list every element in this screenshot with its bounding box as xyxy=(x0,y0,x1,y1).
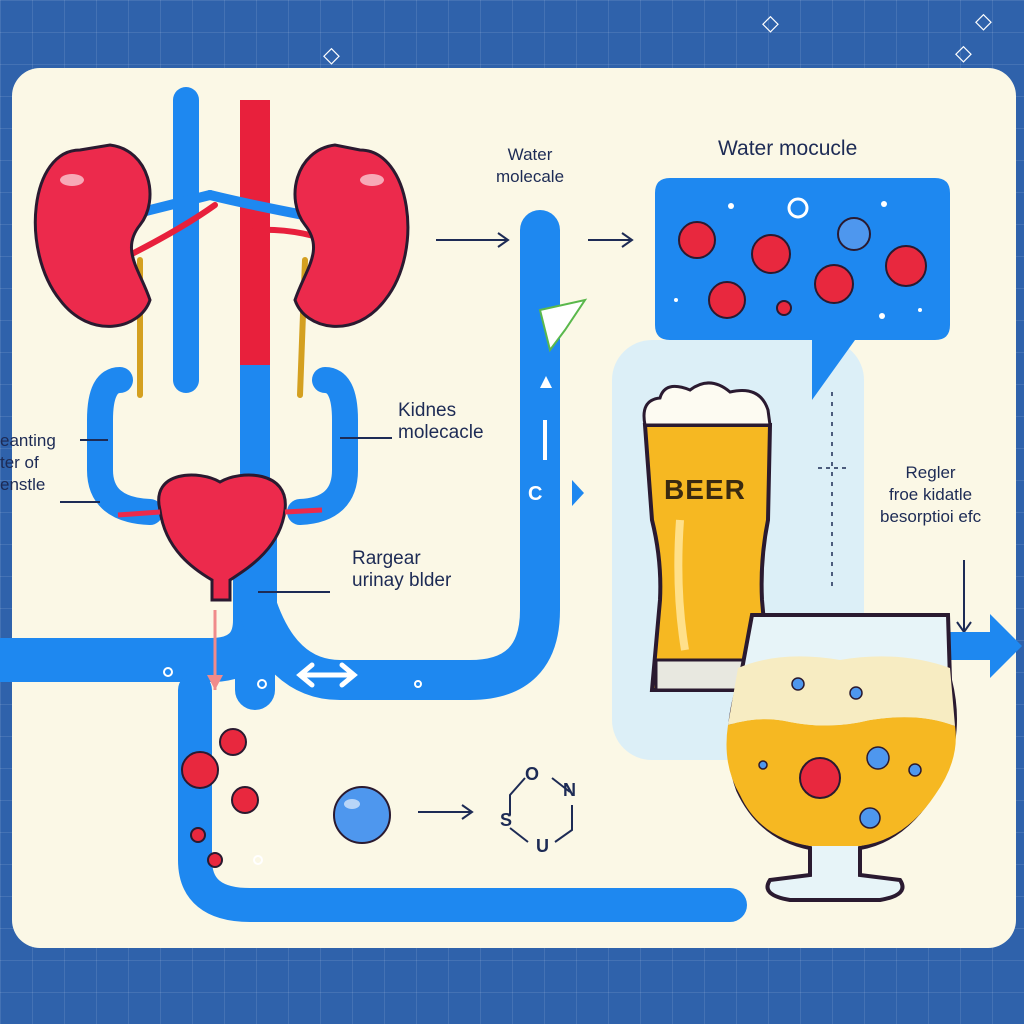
sparkle-icon: ◇ xyxy=(323,42,340,67)
down-arrow xyxy=(956,560,972,634)
bubble-ring xyxy=(787,197,809,219)
bladder-duct xyxy=(117,509,161,518)
regular-label: Regler froe kidatle besorptioi efc xyxy=(880,463,982,526)
plane-icon xyxy=(538,298,588,353)
right-kidney xyxy=(293,143,410,328)
water-molecule-mid-label: Water molecale xyxy=(496,145,565,186)
sparkle-icon: ◇ xyxy=(955,40,972,65)
kidney-highlight xyxy=(360,174,384,186)
molecule-atom-s: S xyxy=(500,810,513,830)
kidney-highlight xyxy=(60,174,84,186)
label-pointer-lines xyxy=(60,437,392,593)
left-partial-label: eanting ter of enstle xyxy=(0,431,56,494)
molecule-highlight xyxy=(344,799,360,809)
artery xyxy=(240,100,270,370)
urine-flow-arrowhead xyxy=(207,675,223,690)
kidneys-label: Kidnes molecacle xyxy=(398,400,484,443)
left-kidney xyxy=(33,143,152,328)
beer-label: BEER xyxy=(664,474,746,505)
conversion-arrow xyxy=(418,804,474,820)
flow-arrow-right xyxy=(436,232,634,248)
bubbles xyxy=(163,667,422,865)
red-molecules xyxy=(181,728,259,868)
exit-arrow xyxy=(944,614,1022,678)
water-molecule xyxy=(333,786,391,844)
molecule-atom-o: O xyxy=(525,764,540,784)
exchange-double-arrow xyxy=(296,662,358,688)
bubble-sparkles xyxy=(674,201,922,319)
bubble-molecules xyxy=(678,221,927,319)
tube-markers xyxy=(540,376,552,460)
bubble-water-molecule xyxy=(837,217,871,251)
molecule-atom-n: N xyxy=(563,780,576,800)
molecule-ring xyxy=(509,777,573,843)
tube-letter: C xyxy=(528,483,542,505)
water-molecule-top-label: Water mocucle xyxy=(718,137,858,160)
bladder-duct xyxy=(284,507,323,515)
sparkle-icon: ◇ xyxy=(762,10,779,35)
molecule-atom-u: U xyxy=(536,836,549,856)
tube-side-arrow xyxy=(572,480,584,506)
beer-snifter-glass xyxy=(726,613,957,902)
sparkle-icon: ◇ xyxy=(975,8,992,33)
speech-bubble xyxy=(655,178,950,400)
bladder-label: Rargear urinay blder xyxy=(352,548,452,591)
